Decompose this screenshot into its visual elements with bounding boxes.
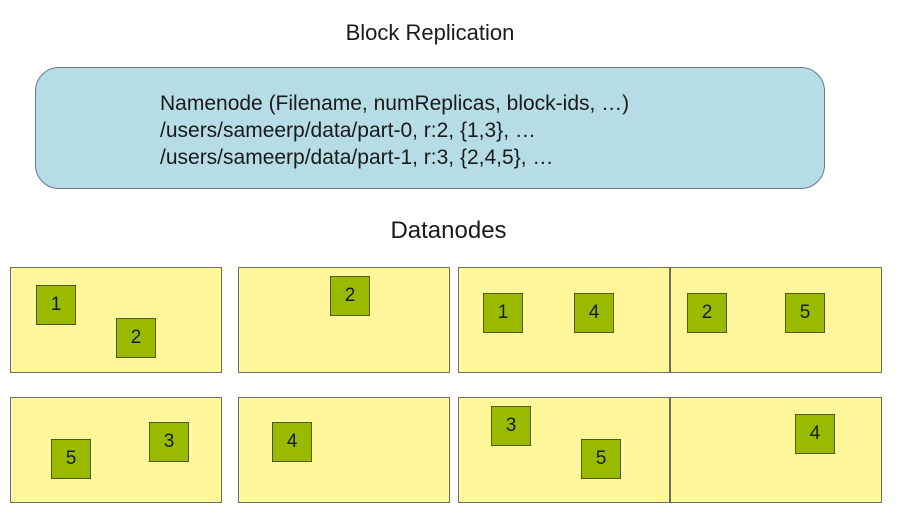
block: 1 — [36, 285, 76, 325]
datanode: 1 4 — [458, 267, 670, 373]
namenode-file-entry: /users/sameerp/data/part-1, r:3, {2,4,5}… — [160, 146, 554, 169]
block: 3 — [491, 406, 531, 446]
namenode-box: Namenode (Filename, numReplicas, block-i… — [35, 67, 825, 189]
block: 4 — [272, 422, 312, 462]
block: 4 — [795, 414, 835, 454]
datanode: 5 3 — [10, 397, 222, 503]
datanode: 4 — [670, 397, 882, 503]
datanodes-title: Datanodes — [390, 217, 507, 244]
diagram-title: Block Replication — [345, 20, 515, 45]
datanode: 2 5 — [670, 267, 882, 373]
datanode: 1 2 — [10, 267, 222, 373]
datanode: 3 5 — [458, 397, 670, 503]
datanode: 2 — [238, 267, 450, 373]
namenode-file-entry: /users/sameerp/data/part-0, r:2, {1,3}, … — [160, 119, 536, 142]
block: 2 — [116, 318, 156, 358]
block: 1 — [483, 293, 523, 333]
block: 5 — [51, 439, 91, 479]
block: 5 — [785, 293, 825, 333]
block: 5 — [581, 439, 621, 479]
block: 4 — [574, 293, 614, 333]
block: 2 — [330, 276, 370, 316]
namenode-text: Namenode (Filename, numReplicas, block-i… — [160, 90, 629, 171]
namenode-header-line: Namenode (Filename, numReplicas, block-i… — [160, 92, 630, 115]
datanode: 4 — [238, 397, 450, 503]
block: 3 — [149, 422, 189, 462]
block: 2 — [687, 293, 727, 333]
